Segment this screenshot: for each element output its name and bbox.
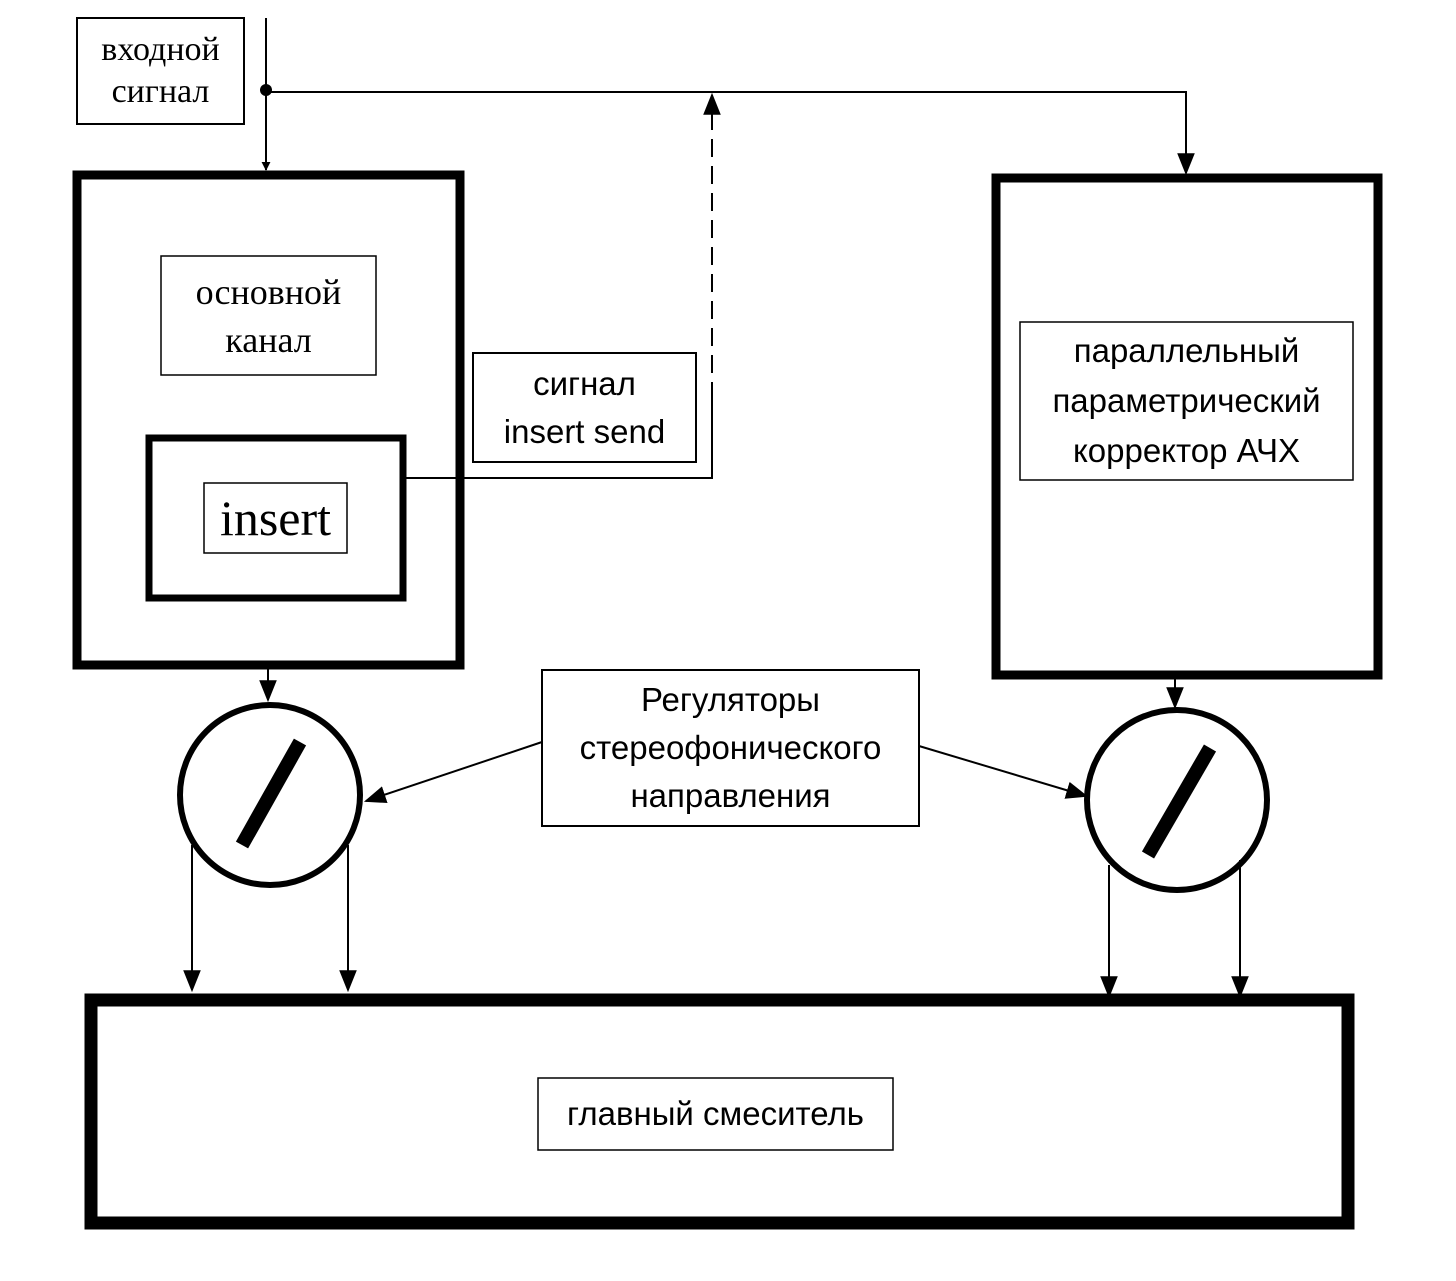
insert-send-line bbox=[403, 400, 713, 479]
input-signal-label: входной сигнал bbox=[101, 31, 220, 110]
master-mixer-label-frame bbox=[537, 1077, 894, 1151]
right-pan-knob-icon bbox=[1084, 707, 1270, 893]
insert-block bbox=[145, 434, 407, 602]
insert-label-frame bbox=[203, 482, 348, 554]
pan-controls-to-right-knob-arrow bbox=[918, 745, 1089, 799]
pan-controls-label: Регуляторы стереофонического направления bbox=[579, 681, 882, 814]
insert-send-label-frame bbox=[472, 352, 697, 463]
pan-controls-to-left-knob-arrow bbox=[363, 741, 543, 804]
input-signal-frame bbox=[76, 17, 245, 125]
master-mixer-block bbox=[84, 993, 1355, 1230]
parallel-eq-block bbox=[991, 173, 1383, 680]
main-channel-label: основной канал bbox=[195, 271, 342, 360]
insert-send-label: сигнал insert send bbox=[503, 364, 666, 450]
parallel-eq-label-frame bbox=[1019, 321, 1354, 481]
master-mixer-label: главный смеситель bbox=[567, 1095, 864, 1132]
input-to-parallel-eq-line bbox=[266, 91, 1195, 176]
left-pan-knob-icon bbox=[177, 702, 363, 888]
main-channel-label-frame bbox=[160, 255, 377, 376]
pan-controls-label-frame bbox=[541, 669, 920, 827]
insert-label: insert bbox=[219, 490, 332, 546]
parallel-eq-label: параллельный параметрический корректор А… bbox=[1052, 332, 1321, 469]
input-junction-dot bbox=[260, 84, 272, 96]
